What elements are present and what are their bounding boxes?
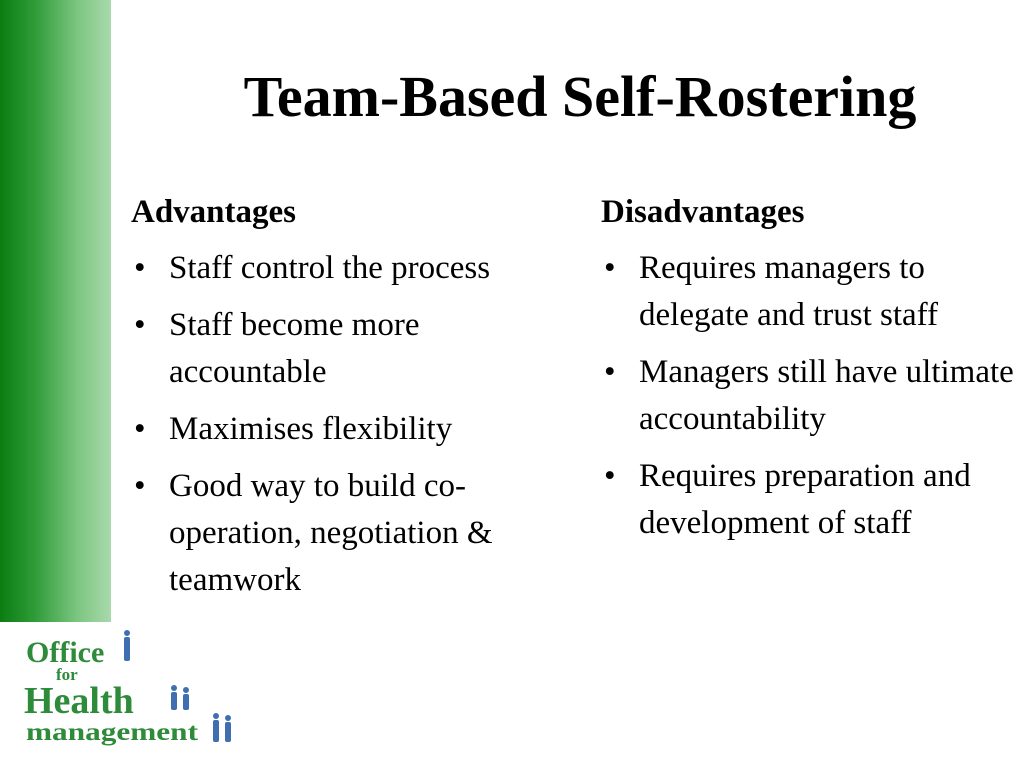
green-gradient-sidebar xyxy=(0,0,111,622)
bullet-icon: • xyxy=(134,250,146,286)
list-item: • Maximises flexibility xyxy=(131,406,571,453)
logo-graphic: Office for Health management xyxy=(24,630,231,746)
logo-text-management: management xyxy=(26,719,199,746)
list-item: • Staff become more accountable xyxy=(131,302,571,396)
advantages-column: Advantages • Staff control the process • S… xyxy=(131,190,571,614)
list-item: • Staff control the process xyxy=(131,245,571,292)
list-item-text: Maximises flexibility xyxy=(169,411,453,447)
logo-text-for: for xyxy=(56,665,78,684)
bullet-icon: • xyxy=(134,307,146,343)
logo-text-health: Health xyxy=(24,680,134,722)
office-for-health-management-logo: Office for Health management xyxy=(22,628,242,753)
disadvantages-list: • Requires managers to delegate and trust… xyxy=(601,245,1021,547)
list-item-text: Staff become more accountable xyxy=(169,307,420,390)
list-item: • Good way to build co-operation, negotia… xyxy=(131,463,571,604)
list-item-text: Staff control the process xyxy=(169,250,491,286)
bullet-icon: • xyxy=(604,250,616,286)
list-item-text: Requires preparation and development of … xyxy=(639,458,971,541)
bullet-icon: • xyxy=(604,458,616,494)
list-item: • Managers still have ultimate accountabi… xyxy=(601,349,1021,443)
list-item: • Requires managers to delegate and trust… xyxy=(601,245,1021,339)
list-item-text: Good way to build co-operation, negotiat… xyxy=(169,468,493,598)
list-item-text: Requires managers to delegate and trust … xyxy=(639,250,939,333)
bullet-icon: • xyxy=(604,354,616,390)
logo-text-office: Office xyxy=(26,636,104,669)
people-figures-icon xyxy=(124,630,231,742)
bullet-icon: • xyxy=(134,468,146,504)
list-item: • Requires preparation and development of… xyxy=(601,453,1021,547)
disadvantages-heading: Disadvantages xyxy=(601,194,805,230)
slide-title: Team-Based Self-Rostering xyxy=(243,64,917,129)
advantages-heading: Advantages xyxy=(131,194,297,230)
bullet-icon: • xyxy=(134,411,146,447)
disadvantages-column: Disadvantages • Requires managers to dele… xyxy=(601,190,1021,557)
advantages-list: • Staff control the process • Staff become… xyxy=(131,245,571,604)
list-item-text: Managers still have ultimate accountabil… xyxy=(639,354,1014,437)
